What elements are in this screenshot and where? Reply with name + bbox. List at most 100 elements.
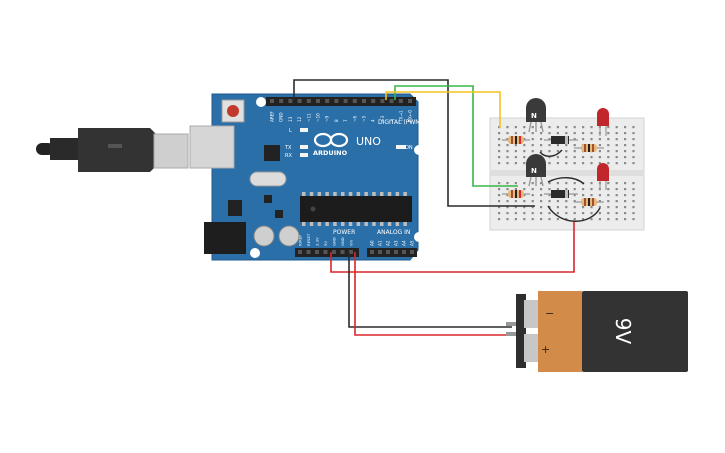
breadboard-hole[interactable]	[548, 188, 551, 191]
breadboard-hole[interactable]	[624, 206, 627, 209]
analog-pin-hole[interactable]	[370, 250, 374, 254]
breadboard-hole[interactable]	[540, 194, 543, 197]
breadboard-hole[interactable]	[624, 188, 627, 191]
breadboard-hole[interactable]	[498, 194, 501, 197]
breadboard-hole[interactable]	[624, 144, 627, 147]
breadboard-hole[interactable]	[624, 182, 627, 185]
digital-pin-hole[interactable]	[362, 99, 366, 103]
breadboard-hole[interactable]	[573, 126, 576, 129]
breadboard-hole[interactable]	[540, 144, 543, 147]
breadboard-hole[interactable]	[514, 212, 517, 215]
breadboard-hole[interactable]	[540, 200, 543, 203]
breadboard-hole[interactable]	[506, 200, 509, 203]
breadboard-hole[interactable]	[632, 206, 635, 209]
breadboard-hole[interactable]	[506, 212, 509, 215]
power-pin-hole[interactable]	[349, 250, 353, 254]
wire-black-gnd-to-breadboard[interactable]	[293, 79, 535, 207]
breadboard-hole[interactable]	[573, 194, 576, 197]
breadboard-hole[interactable]	[523, 212, 526, 215]
breadboard-hole[interactable]	[540, 182, 543, 185]
breadboard-hole[interactable]	[531, 138, 534, 141]
breadboard-hole[interactable]	[607, 182, 610, 185]
digital-pin-hole[interactable]	[334, 99, 339, 103]
breadboard-hole[interactable]	[615, 200, 618, 203]
breadboard-hole[interactable]	[548, 126, 551, 129]
breadboard-hole[interactable]	[523, 200, 526, 203]
breadboard-hole[interactable]	[523, 188, 526, 191]
breadboard-hole[interactable]	[514, 150, 517, 153]
breadboard-hole[interactable]	[556, 182, 559, 185]
breadboard-hole[interactable]	[607, 162, 610, 165]
breadboard-hole[interactable]	[590, 218, 593, 221]
breadboard-hole[interactable]	[582, 132, 585, 135]
breadboard-hole[interactable]	[632, 138, 635, 141]
breadboard-hole[interactable]	[615, 126, 618, 129]
digital-pin-hole[interactable]	[398, 99, 403, 103]
breadboard-hole[interactable]	[531, 218, 534, 221]
breadboard-hole[interactable]	[573, 200, 576, 203]
breadboard-hole[interactable]	[565, 200, 568, 203]
breadboard-hole[interactable]	[514, 156, 517, 159]
battery-9v[interactable]: − + 9V	[506, 291, 688, 372]
breadboard-hole[interactable]	[506, 218, 509, 221]
breadboard-hole[interactable]	[582, 218, 585, 221]
breadboard-hole[interactable]	[624, 212, 627, 215]
breadboard-hole[interactable]	[556, 188, 559, 191]
breadboard[interactable]	[489, 117, 645, 231]
breadboard-hole[interactable]	[615, 156, 618, 159]
breadboard-hole[interactable]	[514, 200, 517, 203]
breadboard-hole[interactable]	[531, 200, 534, 203]
breadboard-hole[interactable]	[506, 126, 509, 129]
breadboard-hole[interactable]	[498, 132, 501, 135]
digital-pin-hole[interactable]	[297, 99, 302, 103]
digital-pin-hole[interactable]	[371, 99, 376, 103]
breadboard-hole[interactable]	[565, 126, 568, 129]
breadboard-hole[interactable]	[531, 132, 534, 135]
breadboard-hole[interactable]	[590, 156, 593, 159]
analog-pin-hole[interactable]	[410, 250, 414, 254]
breadboard-hole[interactable]	[573, 162, 576, 165]
breadboard-hole[interactable]	[573, 156, 576, 159]
digital-pin-hole[interactable]	[279, 99, 284, 103]
transistor-2[interactable]: N	[526, 154, 546, 187]
breadboard-hole[interactable]	[624, 138, 627, 141]
wire-yellow-pin-to-breadboard[interactable]	[385, 91, 501, 128]
breadboard-hole[interactable]	[523, 162, 526, 165]
resistor-4[interactable]	[574, 198, 604, 206]
breadboard-hole[interactable]	[624, 200, 627, 203]
breadboard-hole[interactable]	[598, 138, 601, 141]
breadboard-hole[interactable]	[498, 126, 501, 129]
breadboard-hole[interactable]	[498, 218, 501, 221]
wire-black-gnd-to-battery[interactable]	[348, 252, 512, 328]
breadboard-hole[interactable]	[607, 138, 610, 141]
breadboard-hole[interactable]	[607, 200, 610, 203]
resistor-2[interactable]	[502, 190, 530, 198]
wire-green-pin-to-breadboard[interactable]	[394, 85, 518, 187]
breadboard-hole[interactable]	[590, 182, 593, 185]
analog-pin-hole[interactable]	[394, 250, 398, 254]
breadboard-hole[interactable]	[514, 126, 517, 129]
digital-pin-hole[interactable]	[352, 99, 357, 103]
digital-pin-hole[interactable]	[325, 99, 330, 103]
breadboard-hole[interactable]	[624, 156, 627, 159]
digital-pin-hole[interactable]	[306, 99, 311, 103]
breadboard-hole[interactable]	[632, 212, 635, 215]
breadboard-hole[interactable]	[523, 150, 526, 153]
breadboard-hole[interactable]	[548, 132, 551, 135]
breadboard-hole[interactable]	[523, 182, 526, 185]
led-2[interactable]	[597, 163, 609, 190]
breadboard-hole[interactable]	[615, 206, 618, 209]
breadboard-hole[interactable]	[523, 194, 526, 197]
breadboard-hole[interactable]	[540, 188, 543, 191]
breadboard-hole[interactable]	[498, 138, 501, 141]
breadboard-hole[interactable]	[523, 126, 526, 129]
breadboard-hole[interactable]	[548, 218, 551, 221]
breadboard-hole[interactable]	[615, 188, 618, 191]
breadboard-hole[interactable]	[556, 150, 559, 153]
digital-pin-hole[interactable]	[343, 99, 348, 103]
breadboard-hole[interactable]	[523, 218, 526, 221]
power-pin-hole[interactable]	[298, 250, 302, 254]
power-pin-hole[interactable]	[323, 250, 328, 254]
digital-pin-hole[interactable]	[288, 99, 293, 103]
breadboard-hole[interactable]	[590, 206, 593, 209]
